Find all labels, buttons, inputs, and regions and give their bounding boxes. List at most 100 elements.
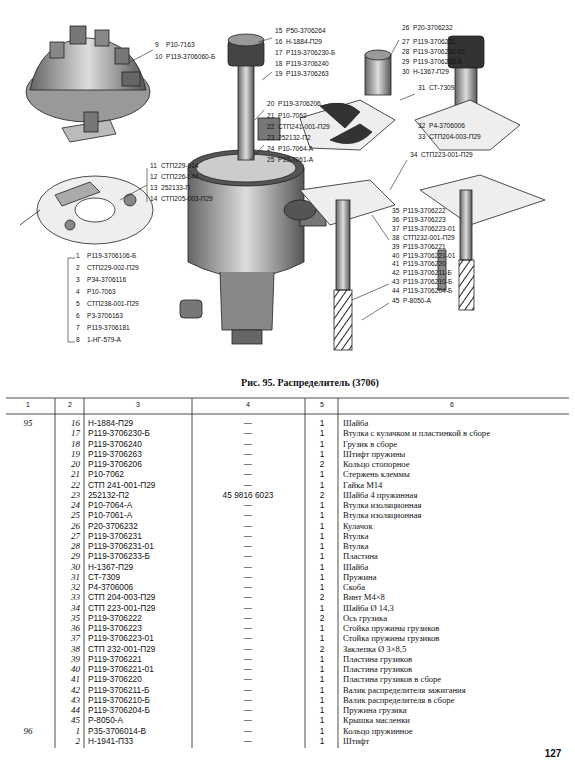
callout-number: 12: [150, 174, 157, 181]
distributor-parts: [20, 26, 545, 350]
callout-number: 31: [418, 85, 425, 92]
catalog-number: —: [244, 624, 252, 632]
position-number: 28: [71, 542, 80, 551]
part-code: Р4-3706006: [88, 583, 133, 591]
catalog-number: —: [244, 450, 252, 458]
callout-number: 20: [267, 101, 274, 108]
callout-number: 17: [275, 50, 282, 57]
part-name: Втулка изоляционная: [343, 511, 421, 520]
callout-number: 39: [392, 244, 399, 251]
part-code: 252133-П: [161, 185, 190, 192]
part-code: Н-1884-П29: [286, 39, 322, 46]
part-name: Заклепка Ø 3×8,5: [343, 645, 406, 654]
part-code: Р119-3706223-01: [88, 634, 154, 642]
catalog-number: —: [244, 686, 252, 694]
catalog-number: —: [244, 419, 252, 427]
quantity: 1: [320, 665, 325, 673]
catalog-number: —: [244, 706, 252, 714]
catalog-number: —: [244, 634, 252, 642]
quantity: 1: [320, 511, 325, 519]
part-code: СТП232-001-П29: [403, 235, 455, 242]
position-number: 34: [71, 604, 80, 613]
callout-number: 29: [402, 59, 409, 66]
part-code: Р119-3706263: [88, 450, 142, 458]
part-name: Винт М4×8: [343, 593, 385, 602]
callout-number: 33: [418, 134, 425, 141]
part-code: Р10-7062: [278, 113, 307, 120]
position-number: 19: [71, 450, 80, 459]
part-name: Пластина: [343, 552, 378, 561]
callout-number: 22: [267, 124, 274, 131]
callout-number: 10: [155, 54, 162, 61]
quantity: 1: [320, 655, 325, 663]
column-header: 4: [246, 401, 250, 408]
part-code: Р119-3706231-01: [413, 49, 465, 56]
part-name: Грузик в сборе: [343, 440, 397, 449]
leader-lines: [68, 38, 415, 342]
position-number: 41: [71, 675, 80, 684]
part-code: Р119-3706230-Б: [286, 50, 335, 57]
callout-number: 15: [275, 28, 282, 35]
part-code: 252132-П2: [88, 491, 129, 499]
part-code: Р35-3706014-В: [88, 727, 146, 735]
catalog-number: —: [244, 481, 252, 489]
column-header: 1: [26, 401, 30, 408]
quantity: 1: [320, 419, 325, 427]
position-number: 36: [71, 624, 80, 633]
part-code: Р119-3706231: [413, 39, 456, 46]
quantity: 1: [320, 686, 325, 694]
quantity: 1: [320, 624, 325, 632]
catalog-number: —: [244, 440, 252, 448]
position-number: 42: [71, 686, 80, 695]
callout-number: 25: [267, 157, 274, 164]
position-number: 39: [71, 655, 80, 664]
part-name: Штифт пружины: [343, 450, 405, 459]
part-name: Кольцо стопорное: [343, 460, 410, 469]
quantity: 1: [320, 634, 325, 642]
part-code: Р-8050-А: [403, 298, 431, 305]
callout-number: 36: [392, 217, 399, 224]
position-number: 45: [71, 716, 80, 725]
quantity: 1: [320, 542, 325, 550]
table-rules: [6, 398, 569, 748]
part-code: Р10-7163: [166, 42, 195, 49]
catalog-number: —: [244, 532, 252, 540]
callout-number: 28: [402, 49, 409, 56]
callout-number: 27: [402, 39, 409, 46]
catalog-number: —: [244, 675, 252, 683]
part-code: Н-1367-П29: [88, 563, 133, 571]
column-header: 2: [68, 401, 72, 408]
position-number: 43: [71, 696, 80, 705]
page-number: 127: [545, 749, 562, 759]
part-code: Р119-3706206: [278, 101, 321, 108]
part-code: СТП223-001-П29: [421, 152, 473, 159]
callout-number: 21: [267, 113, 274, 120]
callout-number: 11: [150, 163, 157, 170]
position-number: 16: [71, 419, 80, 428]
catalog-number: —: [244, 573, 252, 581]
part-code: Р119-3706221: [88, 655, 142, 663]
position-number: 21: [71, 470, 80, 479]
part-name: Шайба: [343, 419, 368, 428]
callout-number: 40: [392, 253, 399, 260]
part-code: Р4-3706006: [429, 123, 465, 130]
catalog-number: —: [244, 542, 252, 550]
callout-number: 5: [76, 301, 80, 308]
callout-number: 34: [410, 152, 417, 159]
part-code: Р10-7061-А: [278, 157, 313, 164]
position-number: 1: [76, 727, 81, 736]
catalog-number: —: [244, 501, 252, 509]
quantity: 2: [320, 645, 325, 653]
part-code: СТ-7309: [429, 85, 454, 92]
callout-number: 18: [275, 61, 282, 68]
position-number: 33: [71, 593, 80, 602]
callout-number: 37: [392, 226, 399, 233]
catalog-number: —: [244, 583, 252, 591]
part-code: Р10-7064-А: [278, 146, 313, 153]
catalog-number: —: [244, 665, 252, 673]
callout-number: 26: [402, 25, 409, 32]
part-name: Втулка с кулачком и пластинкой в сборе: [343, 429, 490, 438]
column-header: 6: [450, 401, 454, 408]
callout-number: 9: [155, 42, 159, 49]
quantity: 1: [320, 696, 325, 704]
